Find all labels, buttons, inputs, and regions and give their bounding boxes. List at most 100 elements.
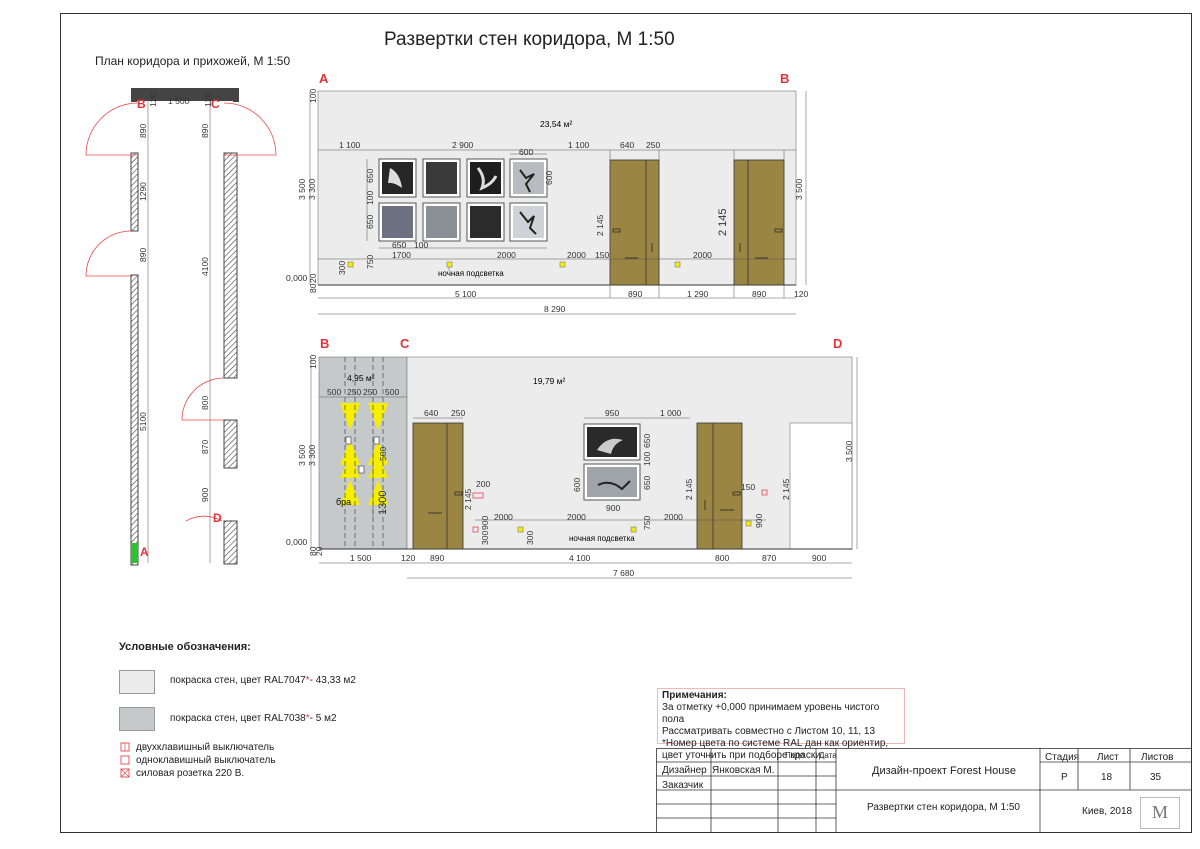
dim: 650 — [392, 240, 406, 250]
door-4 — [696, 422, 743, 550]
dim: 890 — [752, 289, 766, 299]
plan-dim: 890 — [138, 124, 148, 138]
dim: 20 — [314, 546, 324, 556]
dim: 650 — [365, 215, 375, 229]
city-year: Киев, 2018 — [1082, 806, 1133, 817]
outlets — [472, 489, 768, 533]
dim: 2000 — [497, 250, 516, 260]
plan-dim: 120 — [203, 93, 213, 107]
dim: 3 500 — [297, 178, 307, 200]
note-line: цвет уточнить при подборе краски. — [662, 750, 824, 761]
page-title: Развертки стен коридора, М 1:50 — [384, 29, 675, 50]
dim: 500 — [385, 387, 399, 397]
dim: 1 290 — [687, 289, 709, 299]
swatch-dark-wall — [119, 707, 155, 731]
dim: 3 500 — [297, 444, 307, 466]
dim: 3 300 — [307, 178, 317, 200]
legend-item: покраска стен, цвет RAL7038*- 5 м2 — [170, 713, 337, 724]
photo-gallery — [378, 158, 548, 242]
legend-heading: Условные обозначения: — [119, 641, 251, 653]
dim: 80 — [308, 283, 318, 293]
dim: 500 — [378, 447, 388, 461]
dim: 2 145 — [463, 488, 473, 510]
notes-heading: Примечания: — [662, 690, 727, 701]
plan-dim: 1 500 — [168, 96, 190, 106]
plan-marker-green — [131, 543, 138, 563]
dim: 20 — [308, 273, 318, 283]
dim: 1 000 — [660, 408, 682, 418]
dim: 300 — [480, 531, 490, 545]
stage-label: Стадия — [1045, 752, 1080, 763]
plan-label-c: C — [211, 97, 220, 111]
dim: 650 — [642, 476, 652, 490]
dim: 100 — [365, 191, 375, 205]
dim: 1700 — [392, 250, 411, 260]
elevation-b-c-d: B C D 4,95 м² 19,79 м² бра — [286, 336, 858, 579]
dim: 1 500 — [350, 553, 372, 563]
project-name: Дизайн-проект Forest House — [872, 765, 1017, 777]
dim: 250 — [347, 387, 361, 397]
dim: 2 145 — [595, 214, 605, 236]
legend-item: покраска стен, цвет RAL7047*- 43,33 м2 — [170, 675, 356, 686]
dim: 2000 — [664, 512, 683, 522]
sheet-label: Лист — [1097, 752, 1119, 763]
dim: 1300 — [377, 491, 389, 515]
door-1 — [609, 159, 660, 286]
swatch-light-wall — [119, 670, 155, 694]
plan-dim: 890 — [138, 248, 148, 262]
sheets-label: Листов — [1141, 752, 1174, 763]
dim: 250 — [363, 387, 377, 397]
sconce-label: бра — [336, 497, 351, 507]
dim: 800 — [715, 553, 729, 563]
stage-value: Р — [1061, 772, 1068, 783]
dim: 2 145 — [781, 478, 791, 500]
dim: 1 100 — [568, 140, 590, 150]
dim: 100 — [414, 240, 428, 250]
plan-label-d: D — [213, 511, 222, 525]
dim: 150 — [595, 250, 609, 260]
dim: 600 — [544, 171, 554, 185]
elevation-a-b: A B 23,54 м² — [286, 71, 808, 315]
title-block-grid — [656, 748, 1192, 833]
sheet-title: Развертки стен коридора, М 1:50 — [867, 802, 1020, 813]
dim: 600 — [572, 478, 582, 492]
symbol-power-socket: силовая розетка 220 В. — [136, 768, 245, 779]
dim: 900 — [606, 503, 620, 513]
dim: 100 — [308, 355, 318, 369]
dim: 300 — [337, 261, 347, 275]
sign-label: Подп. — [785, 751, 807, 760]
studio-logo: M — [1140, 797, 1180, 829]
dim: 640 — [424, 408, 438, 418]
note-line: За отметку +0,000 принимаем уровень чист… — [662, 702, 880, 725]
corner-label-b: B — [780, 71, 789, 86]
legend-symbols — [120, 742, 130, 778]
notes-box: Примечания: За отметку +0,000 принимаем … — [657, 688, 905, 761]
corner-label-d: D — [833, 336, 842, 351]
dim: 890 — [430, 553, 444, 563]
dim: 870 — [762, 553, 776, 563]
dim: 750 — [365, 255, 375, 269]
dim: 2000 — [567, 250, 586, 260]
dim: 2000 — [494, 512, 513, 522]
dim: 80 — [308, 546, 318, 556]
night-light-label-2: ночная подсветка — [569, 534, 635, 543]
designer-name: Янковская М. — [712, 765, 775, 776]
dim: 2 900 — [452, 140, 474, 150]
corner-label-a: A — [319, 71, 329, 86]
wall-area: 23,54 м² — [540, 119, 572, 129]
door-3 — [412, 422, 464, 550]
dim: 2000 — [567, 512, 586, 522]
plan-dim: 120 — [148, 93, 158, 107]
dim: 100 — [642, 452, 652, 466]
dim: 600 — [519, 147, 533, 157]
dim: 100 — [308, 89, 318, 103]
dim: 250 — [646, 140, 660, 150]
dim: 4 100 — [569, 553, 591, 563]
plan-top-wall — [131, 88, 239, 101]
dim: 120 — [401, 553, 415, 563]
plan-dim: 800 — [200, 396, 210, 410]
dim: 750 — [642, 516, 652, 530]
level-mark: 0,000 — [286, 273, 308, 283]
plan-label-b: B — [137, 97, 146, 111]
note-line: Рассматривать совместно с Листом 10, 11,… — [662, 726, 876, 737]
